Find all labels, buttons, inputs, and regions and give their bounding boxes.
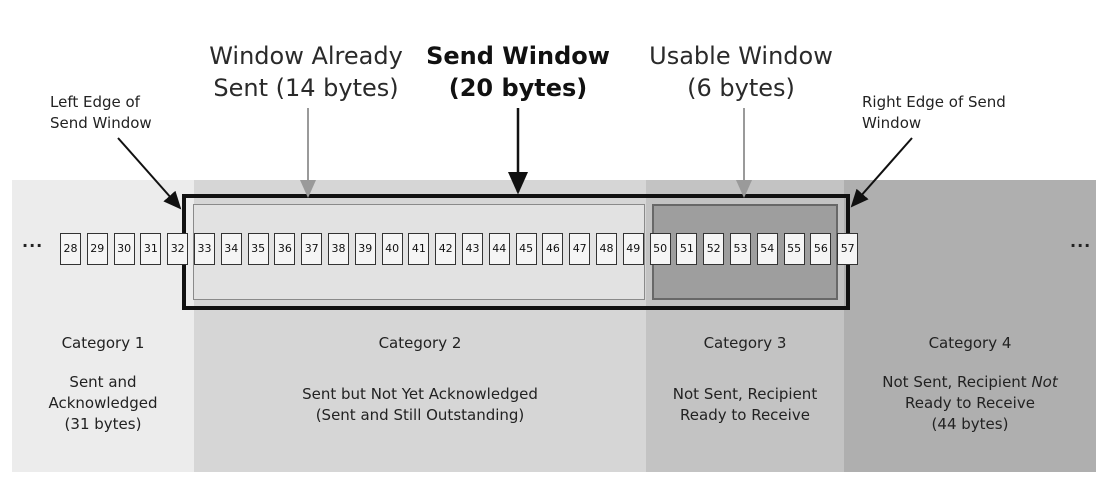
right-edge-label-line-2: Window — [862, 114, 922, 132]
byte-cell: 29 — [86, 233, 108, 265]
byte-cell: 31 — [140, 233, 162, 265]
category-1-line-3: (31 bytes) — [64, 415, 142, 433]
left-edge-label-line-2: Send Window — [50, 114, 152, 132]
left-edge-label: Left Edge of Send Window — [50, 92, 152, 134]
byte-cell: 40 — [381, 233, 403, 265]
right-edge-label-line-1: Right Edge of Send — [862, 93, 1006, 111]
already-sent-header: Window Already Sent (14 bytes) — [196, 40, 416, 104]
category-1-line-1: Sent and — [69, 373, 137, 391]
byte-cell: 52 — [703, 233, 725, 265]
category-2-description: Sent but Not Yet Acknowledged (Sent and … — [194, 384, 646, 426]
send-window-header-line-2: (20 bytes) — [448, 74, 588, 102]
send-window-header: Send Window (20 bytes) — [418, 40, 618, 104]
ellipsis-right: ··· — [1070, 236, 1092, 255]
ellipsis-left: ··· — [22, 236, 44, 255]
category-2-title: Category 2 — [378, 334, 462, 352]
category-4-line-1a: Not Sent, Recipient — [882, 373, 1032, 391]
category-3-description: Not Sent, Recipient Ready to Receive — [646, 384, 844, 426]
category-1-band — [12, 180, 194, 472]
send-window-header-line-1: Send Window — [426, 42, 610, 70]
byte-cell: 28 — [60, 233, 81, 265]
byte-cell: 39 — [354, 233, 376, 265]
category-3-line-1: Not Sent, Recipient — [672, 385, 818, 403]
byte-cell: 47 — [569, 233, 591, 265]
byte-cell: 50 — [649, 233, 671, 265]
byte-cell: 42 — [435, 233, 457, 265]
byte-cell: 51 — [676, 233, 698, 265]
left-edge-label-line-1: Left Edge of — [50, 93, 140, 111]
byte-cell: 45 — [515, 233, 537, 265]
category-1-line-2: Acknowledged — [48, 394, 158, 412]
byte-cell: 37 — [301, 233, 323, 265]
byte-cell: 32 — [167, 233, 189, 265]
category-4-line-1: Not Sent, Recipient Not — [844, 372, 1096, 393]
category-4-description: Not Sent, Recipient Not Ready to Receive… — [844, 372, 1096, 435]
byte-cell: 33 — [194, 233, 215, 265]
byte-cell: 48 — [596, 233, 617, 265]
category-4-line-3: (44 bytes) — [931, 415, 1009, 433]
byte-cell: 49 — [622, 233, 644, 265]
category-2-line-2: (Sent and Still Outstanding) — [315, 406, 525, 424]
byte-cell: 53 — [730, 233, 751, 265]
category-4-band — [844, 180, 1096, 472]
category-3-title: Category 3 — [703, 334, 787, 352]
usable-window-header-line-1: Usable Window — [649, 42, 833, 70]
byte-cell: 54 — [756, 233, 778, 265]
category-1-title: Category 1 — [61, 334, 145, 352]
left-edge-arrow — [117, 137, 182, 210]
category-4-line-2: Ready to Receive — [905, 394, 1035, 412]
byte-cell: 41 — [408, 233, 430, 265]
already-sent-header-line-2: Sent (14 bytes) — [213, 74, 399, 102]
byte-cell: 46 — [542, 233, 564, 265]
category-4-title: Category 4 — [928, 334, 1012, 352]
byte-cell: 34 — [220, 233, 242, 265]
category-4-line-1b: Not — [1031, 373, 1058, 391]
byte-cell: 36 — [274, 233, 296, 265]
category-3-line-2: Ready to Receive — [680, 406, 810, 424]
usable-window-header-line-2: (6 bytes) — [687, 74, 795, 102]
byte-cell: 57 — [837, 233, 859, 265]
right-edge-label: Right Edge of Send Window — [862, 92, 1006, 134]
category-1-description: Sent and Acknowledged (31 bytes) — [12, 372, 194, 435]
byte-cell: 43 — [462, 233, 483, 265]
byte-cell: 35 — [247, 233, 269, 265]
byte-cell: 30 — [113, 233, 135, 265]
byte-cell: 56 — [810, 233, 832, 265]
usable-window-header: Usable Window (6 bytes) — [636, 40, 846, 104]
right-edge-arrow — [850, 137, 913, 208]
category-2-line-1: Sent but Not Yet Acknowledged — [302, 385, 538, 403]
already-sent-header-line-1: Window Already — [209, 42, 403, 70]
byte-cell: 44 — [488, 233, 510, 265]
byte-cell: 55 — [783, 233, 805, 265]
byte-cell: 38 — [328, 233, 349, 265]
